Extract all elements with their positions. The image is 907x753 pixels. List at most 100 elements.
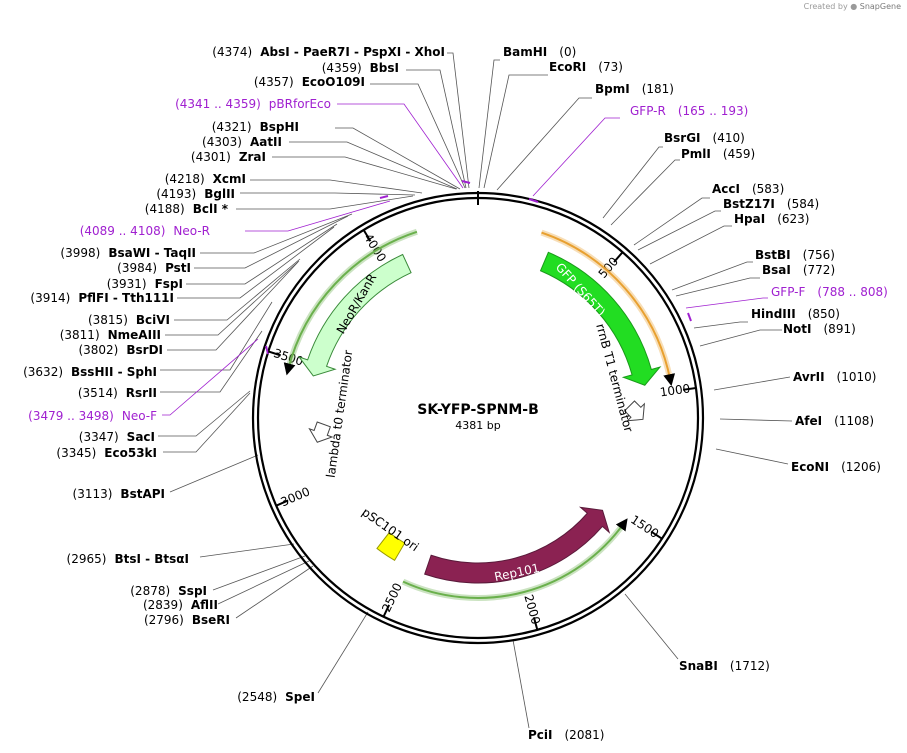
site-name: GFP-F [771,285,806,299]
site-position: (3113) [73,487,113,501]
neor-orf-arc [283,230,418,376]
site-bseri-label: (2796)BseRI [144,613,230,627]
tick-mark-1000 [682,387,697,391]
site-position: (584) [787,197,819,211]
site-position: (3632) [23,365,63,379]
site-spei-label: (2548)SpeI [237,690,315,704]
site-bsrgi-label: BsrGI (410) [664,131,745,145]
psc101-ori-feature [376,531,406,562]
plasmid-name: SK-YFP-SPNM-B [417,402,538,418]
site-bcli--label: (4188) BclI * [145,202,229,216]
site-name: BciVI [136,313,170,327]
site-eco53ki-label: (3345)Eco53kI [56,446,157,460]
site-bamhi-label: BamHI(0) [503,45,576,59]
site-name: HpaI [734,212,765,226]
site-name: AbsI - PaeR7I - PspXI - XhoI [260,45,445,59]
site-name: BbsI [370,61,399,75]
site-ecoo109i-label: (4357)EcoO109I [254,75,365,89]
site-position: (3998) [60,246,100,260]
site-name: BstBI [755,248,791,262]
site-bsrdi-label: (3802)BsrDI [78,343,163,357]
site-position: (2081) [565,728,605,742]
site-xcmi-label: (4218) XcmI [165,172,246,186]
site-name: FspI [155,277,183,291]
rep101-orf-arc [402,518,628,599]
credit-brand: SnapGene [859,2,901,11]
site-position: (165 .. 193) [678,104,748,118]
site-name: AflII [191,598,218,612]
site-position: (3815) [88,313,128,327]
credit-prefix: Created by [803,2,848,11]
site-position: (4193) [156,187,196,201]
site-name: pBRforEco [269,97,331,111]
site-position: (4303) [202,135,242,149]
site-saci-label: (3347)SacI [79,430,155,444]
site-position: (4188) [145,202,185,216]
site-bpmi-label: BpmI(181) [595,82,674,96]
site-pcii-label: PciI(2081) [528,728,604,742]
site-bglii-label: (4193)BglII [156,187,235,201]
site-name: SpeI [285,690,315,704]
site-position: (4357) [254,75,294,89]
site-position: (1206) [841,460,881,474]
site-name: AccI [712,182,740,196]
tick-label: 2500 [379,581,405,615]
tick-mark-2000 [532,617,539,631]
site-position: (756) [803,248,835,262]
site-position: (181) [642,82,674,96]
rrnb-terminator-icon [623,400,646,422]
site-name: Neo-F [122,409,157,423]
site-sspi-label: (2878)SspI [130,584,207,598]
tick-mark-2500 [382,604,391,618]
site-name: BsrGI [664,131,701,145]
site-name: NmeAIII [108,328,161,342]
site-name: BclI * [193,202,229,216]
snapgene-logo-icon: ● [850,2,858,11]
site-position: (583) [752,182,784,196]
site-noti-label: NotI(891) [783,322,856,336]
site-gfp-f-label: GFP-F(788 .. 808) [771,285,888,299]
leader-lines [158,52,793,729]
site-position: (3347) [79,430,119,444]
site-position: (3931) [107,277,147,291]
site-position: (3514) [78,386,118,400]
site-ecori-label: EcoRI (73) [549,60,623,74]
site-position: (4089 .. 4108) [80,224,166,238]
site-pflfi-tth111i-label: (3914)PflFI - Tth111I [30,291,174,305]
site-name: XcmI [213,172,246,186]
site-hpai-label: HpaI(623) [734,212,809,226]
site-name: ZraI [239,150,266,164]
site-position: (3811) [60,328,100,342]
site-position: (4359) [322,61,362,75]
site-name: GFP-R [630,104,666,118]
tick-mark-1500 [650,530,663,540]
site-name: HindIII [751,307,796,321]
site-psti-label: (3984)PstI [117,261,191,275]
site-name: BstZ17I [723,197,775,211]
site-bsawi-taqii-label: (3998)BsaWI - TaqII [60,246,196,260]
site-aatii-label: (4303)AatII [202,135,282,149]
site-position: (73) [598,60,623,74]
snapgene-credit: Created by ● SnapGene [804,2,901,11]
site-bbsi-label: (4359) BbsI [322,61,399,75]
site-position: (459) [723,147,755,161]
tick-label: 1000 [659,381,691,399]
site-gfp-r-label: GFP-R (165 .. 193) [630,104,748,118]
site-afei-label: AfeI(1108) [795,414,874,428]
site-position: (1010) [837,370,877,384]
site-position: (410) [713,131,745,145]
site-name: AfeI [795,414,822,428]
site-fspi-label: (3931) FspI [107,277,183,291]
tick-label: 2000 [521,593,543,626]
site-name: SspI [178,584,207,598]
site-nmeaiii-label: (3811) NmeAIII [60,328,161,342]
site-absi-paer7i-pspxi-xhoi-label: (4374)AbsI - PaeR7I - PspXI - XhoI [212,45,445,59]
site-neo-r-label: (4089 .. 4108) Neo-R [80,224,210,238]
site-position: (2839) [143,598,183,612]
site-name: EcoRI [549,60,586,74]
site-position: (4218) [165,172,205,186]
site-name: Neo-R [173,224,210,238]
site-position: (0) [559,45,576,59]
site-hindiii-label: HindIII(850) [751,307,840,321]
